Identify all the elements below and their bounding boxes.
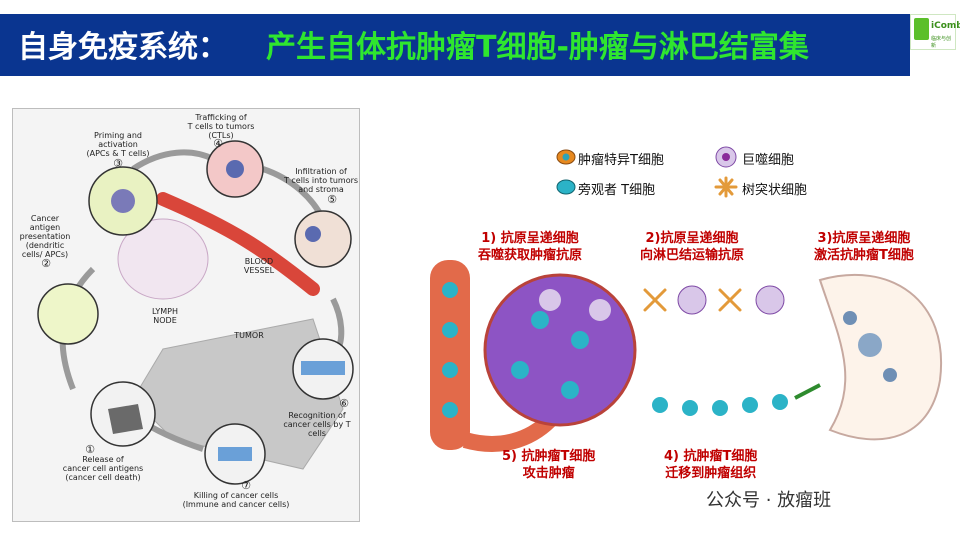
t-cell [883, 368, 897, 382]
migrating-t-cell [712, 400, 728, 416]
apc-cell [111, 189, 135, 213]
blood-vessel-right [430, 260, 470, 450]
step1-label: 1) 抗原呈递细胞 吞噬获取肿瘤抗原 [478, 230, 582, 264]
t-cell [305, 226, 321, 242]
step5-label: 5) 抗肿瘤T细胞 攻击肿瘤 [502, 448, 595, 482]
step5-line1: 5) 抗肿瘤T细胞 [502, 449, 596, 464]
receptor-complex [218, 447, 252, 461]
dendritic-cell-icon [714, 176, 738, 198]
migration-arrow-icon [794, 383, 821, 400]
step5-line2: 攻击肿瘤 [522, 466, 575, 481]
bystander-t-cell-icon [556, 179, 576, 195]
macrophage [755, 285, 785, 315]
step5-circle [294, 210, 352, 268]
step-number-6: ⑥ [339, 397, 349, 410]
step-number-2: ② [41, 257, 51, 270]
cycle-step3-label: Priming and activation (APCs & T cells) [86, 131, 150, 158]
step3-label: 3)抗原呈递细胞 激活抗肿瘤T细胞 [814, 230, 914, 264]
activated-t-cell [858, 333, 882, 357]
macrophage-nucleus [722, 153, 730, 161]
migrating-t-cell [652, 397, 668, 413]
cycle-step1-label: Release of cancer cell antigens (cancer … [62, 455, 144, 482]
step-number-5: ⑤ [327, 193, 337, 206]
migrating-t-cell [742, 397, 758, 413]
migrating-t-cell [772, 394, 788, 410]
step3-line1: 3)抗原呈递细胞 [817, 231, 911, 246]
title-right: 产生自体抗肿瘤T细胞-肿瘤与淋巴结富集 [266, 30, 809, 65]
cycle-step2-label: Cancer antigen presentation (dendritic c… [19, 214, 71, 259]
cancer-immunity-cycle-panel: Cancer antigen presentation (dendritic c… [12, 108, 360, 522]
macrophage [589, 299, 611, 321]
header: 自身免疫系统： 产生自体抗肿瘤T细胞-肿瘤与淋巴结富集 iCombo 临床与创新 [0, 0, 960, 76]
tumor-lymph-illustration [430, 146, 943, 452]
legend-tumor-t-cell: 肿瘤特异T细胞 [578, 153, 664, 168]
step2-line2: 向淋巴结运输抗原 [640, 248, 745, 263]
dying-cancer-cell [108, 404, 143, 434]
cycle-diagram [37, 140, 354, 485]
macrophage [677, 285, 707, 315]
lymph-node [117, 218, 209, 300]
step4-label: 4) 抗肿瘤T细胞 迁移到肿瘤组织 [664, 448, 757, 482]
cycle-step5-label: Infiltration of T cells into tumors and … [283, 167, 359, 194]
step4-line2: 迁移到肿瘤组织 [665, 466, 757, 481]
receptor-complex [301, 361, 345, 375]
vessel-t-cell [442, 362, 458, 378]
bystander-t-cell [531, 311, 549, 329]
step2-line1: 2)抗原呈递细胞 [645, 231, 739, 246]
cycle-step7-label: Killing of cancer cells (Immune and canc… [182, 491, 290, 509]
blood-vessel-label: BLOOD VESSEL [243, 257, 275, 275]
title-bar [0, 14, 910, 76]
cycle-step4-label: Trafficking of T cells to tumors (CTLs) [187, 113, 255, 140]
step2-circle [37, 283, 99, 345]
dendritic-cell [718, 288, 742, 312]
dendritic-cell [643, 288, 667, 312]
t-cell [843, 311, 857, 325]
tumor-t-cell-nucleus [562, 153, 570, 161]
blood-vessel-branch [462, 414, 556, 452]
macrophage [539, 289, 561, 311]
logo: iCombo 临床与创新 [910, 14, 960, 50]
cycle-arrow [131, 149, 215, 172]
cycle-step6-label: Recognition of cancer cells by T cells [283, 411, 351, 438]
vessel-t-cell [442, 402, 458, 418]
watermark: 公众号 · 放瘤班 [706, 490, 832, 511]
vessel-t-cell [442, 322, 458, 338]
step4-line1: 4) 抗肿瘤T细胞 [664, 449, 758, 464]
step-number-3: ③ [113, 157, 123, 170]
legend-macrophage: 巨噬细胞 [742, 153, 795, 168]
tumor-label: TUMOR [234, 331, 264, 340]
vessel-t-cell [442, 282, 458, 298]
step-number-4: ④ [213, 137, 223, 150]
title-left: 自身免疫系统： [18, 30, 228, 65]
step-number-7: ⑦ [241, 479, 251, 492]
step2-label: 2)抗原呈递细胞 向淋巴结运输抗原 [640, 230, 744, 264]
step3-line2: 激活抗肿瘤T细胞 [814, 248, 914, 263]
lymph-node-label: LYMPH NODE [151, 307, 179, 325]
logo-leaf-icon [914, 18, 929, 40]
bystander-t-cell [571, 331, 589, 349]
lymph-node-right [818, 273, 943, 441]
t-cell [226, 160, 244, 178]
logo-subtext: 临床与创新 [931, 36, 952, 49]
migrating-t-cell [682, 400, 698, 416]
legend-dendritic-cell: 树突状细胞 [742, 183, 808, 198]
bystander-t-cell [511, 361, 529, 379]
blood-vessel [156, 192, 320, 296]
bystander-t-cell [561, 381, 579, 399]
step1-line2: 吞噬获取肿瘤抗原 [478, 248, 583, 263]
legend-bystander-t-cell: 旁观者 T细胞 [578, 183, 656, 198]
step1-line1: 1) 抗原呈递细胞 [481, 231, 579, 246]
logo-text: iCombo [931, 21, 960, 31]
step-number-1: ① [85, 443, 95, 456]
